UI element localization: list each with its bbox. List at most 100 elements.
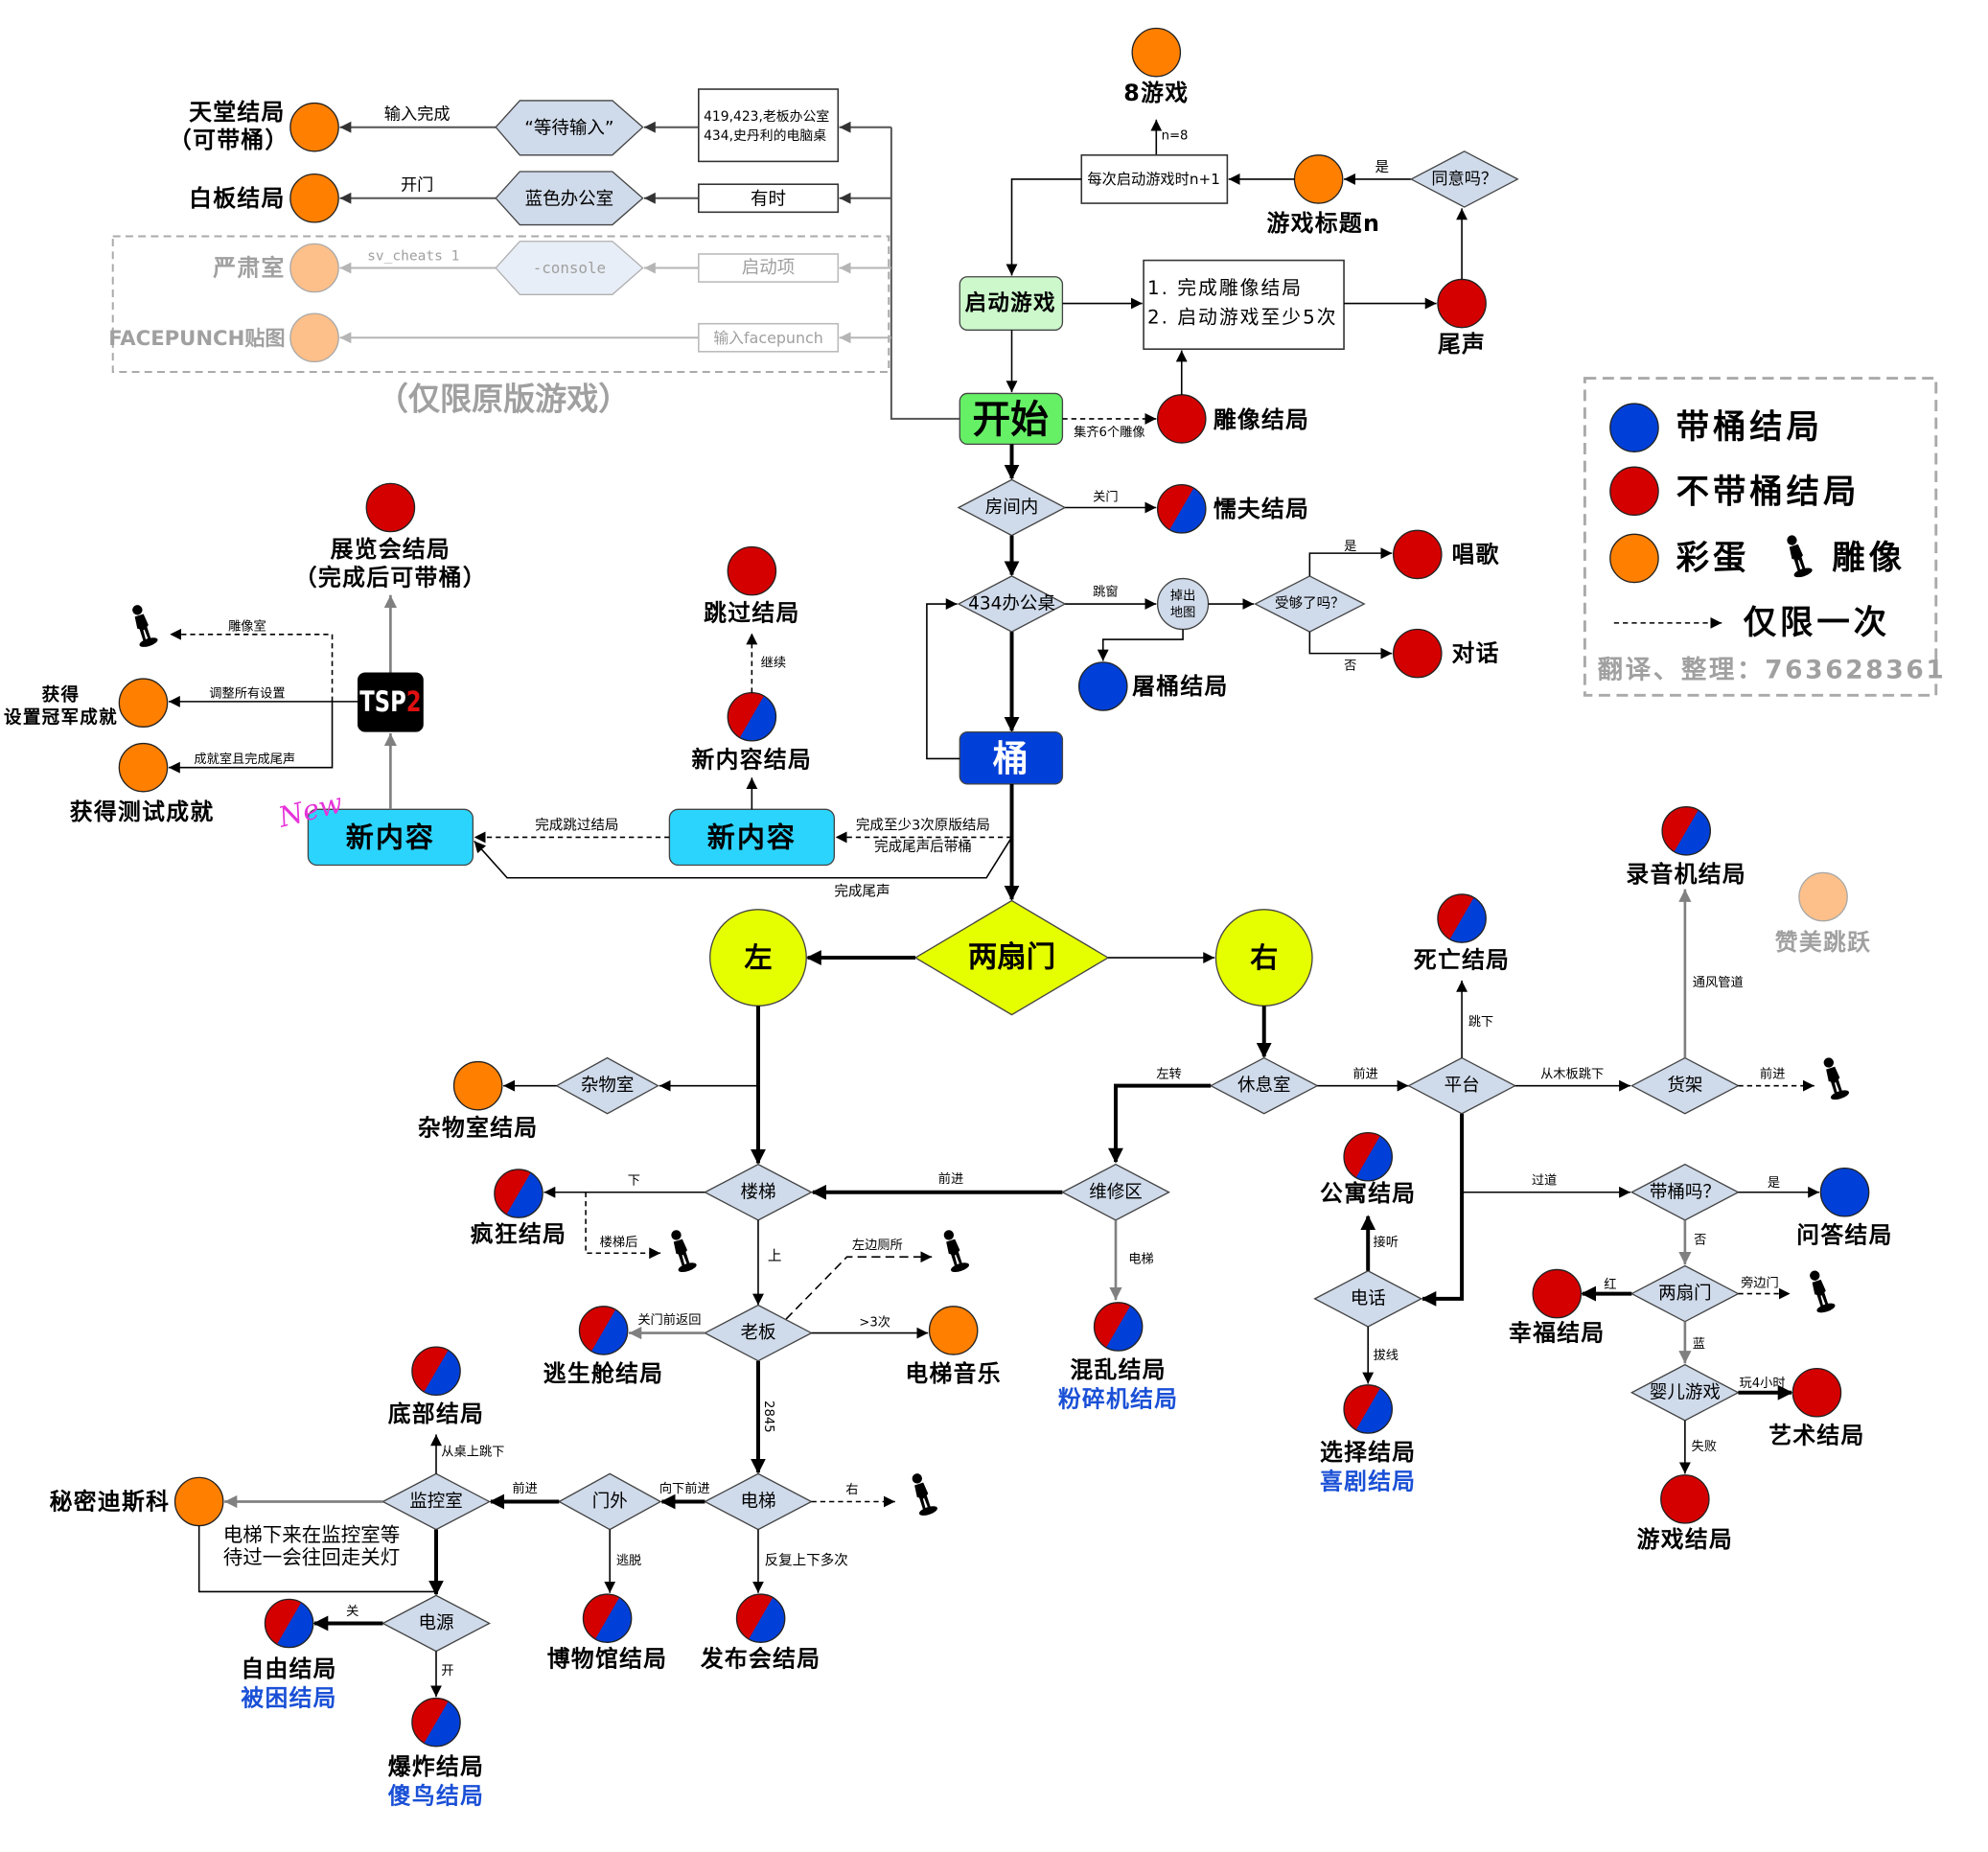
maintenance-label: 维修区: [1089, 1182, 1143, 1202]
left-path-section: 杂物室 杂物室结局 楼梯 前进 下 疯狂结局 楼梯后 上 左边厕所 老板 关门前…: [50, 1006, 1063, 1809]
tsp2-logo: [358, 672, 424, 732]
storage-ending-marker: [452, 1060, 503, 1111]
elevator-music-marker: [928, 1306, 979, 1355]
had-enough-label: 受够了吗？: [1275, 595, 1345, 612]
waiting-input-step: [495, 100, 644, 156]
edge-label-has-bucket-no: 否: [1694, 1234, 1706, 1248]
edge-label-adjust-settings: 调整所有设置: [209, 685, 285, 701]
edge-label-jump-off-desk: 从桌上跳下: [441, 1444, 504, 1459]
statue-icon-restroom: [938, 1227, 971, 1274]
jump-praise-marker: [1798, 871, 1848, 922]
settings-champion-marker: [118, 678, 169, 728]
waiting-input-label: “等待输入”: [524, 119, 613, 139]
epilogue-label: 尾声: [1438, 331, 1486, 358]
tsp2-number: 2: [406, 686, 422, 718]
edge-achievement-room: [168, 701, 334, 774]
edge-label-open-door: 开门: [401, 176, 433, 196]
stairs-label: 楼梯: [740, 1182, 775, 1202]
art-ending-label: 艺术结局: [1768, 1423, 1864, 1449]
has-bucket-label: 带桶吗？: [1650, 1182, 1721, 1202]
fall-off-map-line1: 掉出: [1170, 589, 1195, 604]
sing-ending-marker: [1392, 529, 1443, 580]
maintenance-decision: [1061, 1163, 1170, 1221]
edge-label-return-before-close: 关门前返回: [637, 1311, 701, 1328]
edge-label-jump-window: 跳窗: [1093, 584, 1118, 600]
serious-room-label: 严肃室: [213, 255, 285, 282]
heaven-condition-box: [698, 88, 840, 163]
skip-ending-label: 跳过结局: [704, 599, 799, 626]
edge-label-unlock-1: 完成至少3次原版结局: [856, 818, 990, 834]
game-launch-section: 8游戏 n=8 每次启动游戏时n+1 游戏标题n 是 同意吗？ 尾声 1. 完成…: [959, 27, 1519, 446]
game-title-label: 游戏标题n: [1267, 210, 1381, 237]
launch-options-section: 天堂结局 （可带桶） 输入完成 “等待输入” 419,423,老板办公室 434…: [108, 88, 960, 420]
edge-label-more-than-3: >3次: [859, 1315, 890, 1331]
bucket-label: 桶: [993, 738, 1029, 779]
edge-left-restroom: [785, 1251, 933, 1320]
recorder-ending-marker: [1661, 806, 1711, 856]
edge-label-jump-from-plank: 从木板跳下: [1540, 1066, 1604, 1081]
choice-ending-label: 选择结局: [1320, 1439, 1416, 1466]
freedom-ending-label: 自由结局: [241, 1655, 336, 1682]
office-section: 房间内 关门 懦夫结局 434办公桌 跳窗 掉出 地图 受够了吗？ 是 唱歌 否…: [474, 444, 1499, 901]
confusion-ending-label: 混乱结局: [1070, 1356, 1166, 1383]
sometimes-box: [698, 183, 840, 214]
bottom-ending-label: 底部结局: [388, 1401, 484, 1427]
press-conference-ending-label: 发布会结局: [700, 1646, 821, 1673]
lounge-label: 休息室: [1237, 1076, 1291, 1096]
two-doors-label: 两扇门: [968, 941, 1055, 975]
baby-game-label: 婴儿游戏: [1650, 1382, 1721, 1402]
elevator-music-label: 电梯音乐: [905, 1360, 1001, 1387]
sing-ending-label: 唱歌: [1451, 541, 1499, 567]
freedom-ending-marker: [264, 1598, 314, 1649]
edge-platform-to-phone: [1421, 1113, 1465, 1307]
edge-label-agree-yes: 是: [1375, 160, 1389, 175]
legend-without-bucket-marker: [1609, 466, 1659, 517]
edge-label-outside-forward: 前进: [512, 1480, 537, 1496]
museum-ending-marker: [582, 1593, 633, 1643]
counter-label: 每次启动游戏时n+1: [1087, 171, 1219, 188]
outside-door-decision: [557, 1472, 662, 1531]
disco-hint-line2: 待过一会往回走关灯: [223, 1546, 400, 1569]
edge-label-shelves-forward: 前进: [1760, 1065, 1785, 1081]
edge-label-jump-down: 跳下: [1468, 1014, 1493, 1030]
legend-statue-label: 雕像: [1832, 539, 1906, 577]
edge-label-power-on: 开: [441, 1664, 453, 1678]
edge-bucket-loop-to-desk: [926, 598, 960, 760]
bottom-ending-marker: [411, 1346, 461, 1397]
statue-ending-label: 雕像结局: [1214, 406, 1309, 433]
launch-options-trunk: [890, 127, 960, 420]
edge-label-close-door: 关门: [1093, 489, 1118, 504]
edge-label-enough-no: 否: [1344, 659, 1356, 673]
trapped-ending-label: 被困结局: [241, 1685, 336, 1712]
had-enough-decision: [1254, 575, 1366, 633]
facepunch-input-label: 输入facepunch: [713, 329, 822, 347]
games-ending-label: 游戏结局: [1637, 1526, 1733, 1553]
outside-door-label: 门外: [592, 1492, 628, 1512]
edge-label-fail: 失败: [1691, 1439, 1716, 1454]
edge-enough-yes: [1308, 547, 1393, 576]
test-achievement-label: 获得测试成就: [70, 799, 215, 825]
game-title-marker: [1293, 154, 1344, 204]
fall-off-map-line2: 地图: [1170, 605, 1195, 620]
console-step: [495, 241, 644, 295]
happy-ending-label: 幸福结局: [1509, 1320, 1605, 1347]
serious-room-marker: [289, 243, 339, 293]
right-door-label: 右: [1250, 941, 1278, 974]
start-label: 开始: [973, 398, 1050, 442]
edge-disco-to-power: [197, 1525, 437, 1593]
edge-statue-room: [170, 628, 334, 702]
confusion-ending-marker: [1093, 1302, 1144, 1352]
phone-decision: [1313, 1270, 1423, 1328]
new-content-ending-marker: [727, 691, 777, 742]
insanity-ending-marker: [494, 1169, 543, 1218]
in-room-label: 房间内: [985, 498, 1039, 518]
legend-easter-egg-label: 彩蛋: [1676, 539, 1750, 577]
elevator-label: 电梯: [740, 1492, 775, 1512]
explosion-ending-label: 爆炸结局: [388, 1753, 484, 1780]
comedy-ending-label: 喜剧结局: [1320, 1468, 1416, 1494]
new-content-section: 新内容 新内容结局 继续 跳过结局 完成跳过结局 新内容 New TSP2 展览…: [4, 482, 836, 867]
whiteboard-ending-marker: [289, 173, 339, 223]
expo-ending-note: （完成后可带桶）: [294, 564, 487, 590]
launch-game-label: 启动游戏: [965, 290, 1056, 316]
